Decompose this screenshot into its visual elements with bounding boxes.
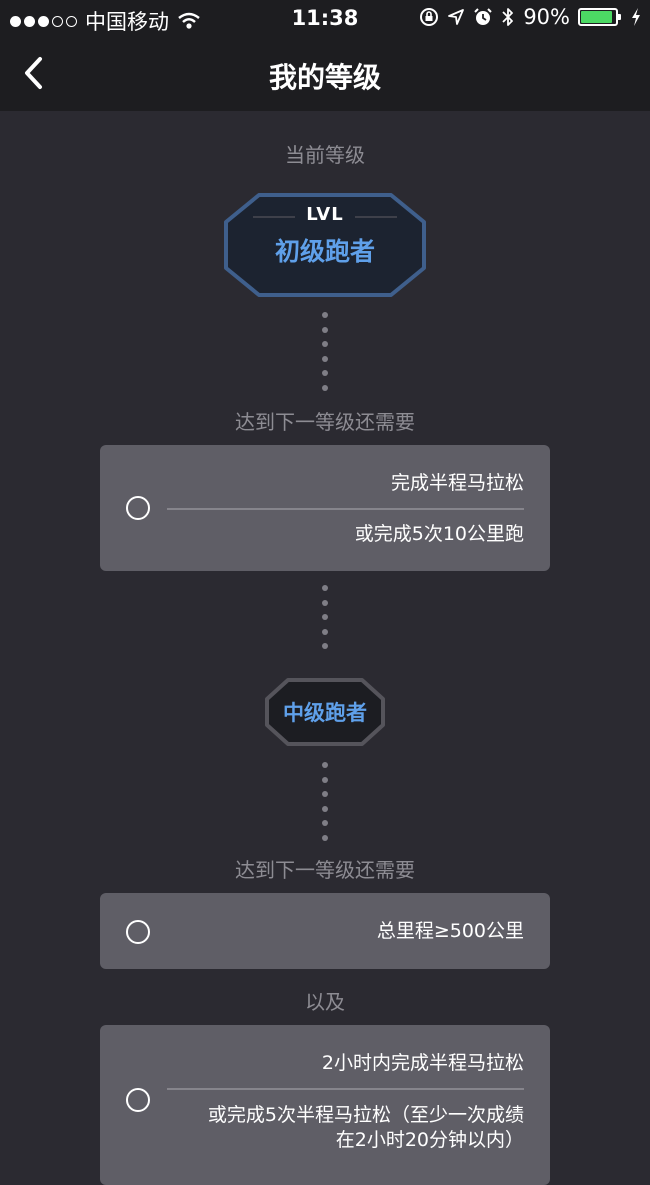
progress-dots <box>322 312 328 399</box>
status-right: 90% <box>419 5 642 29</box>
next-level-badge: 中级跑者 <box>264 677 386 747</box>
chevron-left-icon[interactable] <box>18 53 50 93</box>
battery-percent: 90% <box>523 5 570 29</box>
requirement-text: 总里程≥500公里 <box>376 920 524 942</box>
rotation-lock-icon <box>420 8 439 26</box>
radio-circle-icon[interactable] <box>126 1088 150 1112</box>
requirement-card-3[interactable]: 2小时内完成半程马拉松 或完成5次半程马拉松（至少一次成绩 在2小时20分钟以内… <box>100 1025 550 1185</box>
alarm-icon <box>474 8 493 25</box>
requirement-card-2[interactable]: 总里程≥500公里 <box>100 893 550 969</box>
status-time: 11:38 <box>291 6 359 30</box>
bluetooth-icon <box>502 8 514 26</box>
next-requirement-caption: 达到下一等级还需要 <box>235 410 415 434</box>
page-title: 我的等级 <box>268 61 381 94</box>
current-level-badge: LVL 初级跑者 <box>223 192 427 298</box>
battery-icon <box>578 8 621 26</box>
carrier-label: 中国移动 <box>85 10 169 34</box>
badge-lvl-label: LVL <box>306 204 344 225</box>
radio-circle-icon[interactable] <box>126 496 150 520</box>
current-level-name: 初级跑者 <box>274 237 375 266</box>
requirement-alt-text-1: 或完成5次半程马拉松（至少一次成绩 <box>207 1104 524 1126</box>
requirement-alt-text-2: 在2小时20分钟以内） <box>335 1129 524 1151</box>
charging-icon <box>632 8 640 26</box>
signal-strength-icon <box>10 15 77 27</box>
location-icon <box>448 9 465 25</box>
status-left: 中国移动 <box>10 6 201 36</box>
current-level-caption: 当前等级 <box>285 143 365 167</box>
radio-circle-icon[interactable] <box>126 920 150 944</box>
and-caption: 以及 <box>305 990 345 1014</box>
hexagon-badge-icon <box>265 678 385 746</box>
divider <box>167 508 524 510</box>
progress-dots <box>322 762 328 849</box>
requirement-alt-text: 或完成5次10公里跑 <box>354 523 524 545</box>
requirement-text: 2小时内完成半程马拉松 <box>321 1052 524 1074</box>
nav-bar: 我的等级 <box>0 36 650 111</box>
wifi-icon <box>178 12 200 29</box>
requirement-card-1[interactable]: 完成半程马拉松 或完成5次10公里跑 <box>100 445 550 571</box>
requirement-text: 完成半程马拉松 <box>390 472 524 494</box>
progress-dots <box>322 585 328 658</box>
hexagon-badge-icon <box>224 193 426 297</box>
next-level-name: 中级跑者 <box>283 701 367 725</box>
status-bar: 中国移动 11:38 90% <box>0 0 650 36</box>
next-requirement-caption: 达到下一等级还需要 <box>235 858 415 882</box>
divider <box>167 1088 524 1090</box>
